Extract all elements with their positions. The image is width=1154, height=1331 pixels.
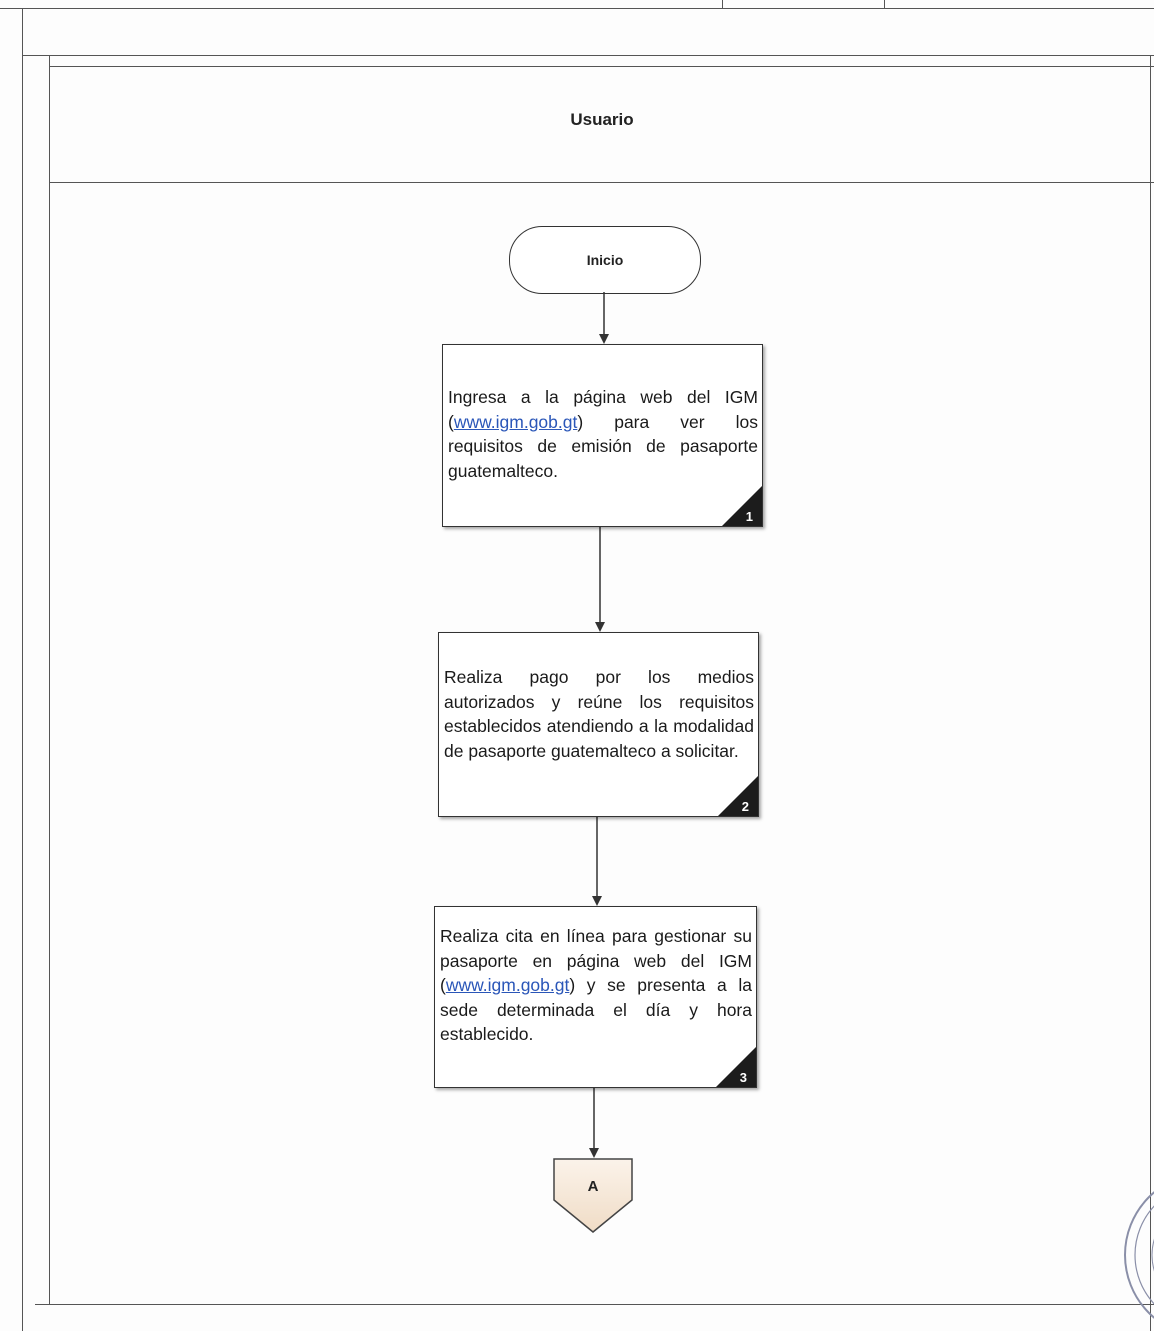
lane-header-bottom xyxy=(49,182,1154,183)
lane-left-border xyxy=(49,55,50,1305)
official-stamp-icon xyxy=(1124,1191,1154,1319)
off-page-connector xyxy=(553,1158,633,1233)
badge-triangle-icon xyxy=(722,486,762,526)
lane-header-top xyxy=(49,66,1154,67)
step-3-text-part: Realiza cita en línea para gestionar su … xyxy=(440,926,752,995)
step-number-badge: 2 xyxy=(718,776,758,816)
start-terminator: Inicio xyxy=(509,226,701,294)
header-cell-divider xyxy=(884,0,885,9)
igm-website-link[interactable]: www.igm.gob.gt xyxy=(453,411,578,432)
lane-title: Usuario xyxy=(570,110,634,129)
lane-bottom-border xyxy=(35,1304,1154,1305)
header-cell-divider xyxy=(722,0,723,9)
igm-website-link[interactable]: www.igm.gob.gt xyxy=(445,975,570,995)
frame-right-border xyxy=(1150,55,1151,1331)
step-1-text-part: Ingresa a la página web del IGM ( xyxy=(448,387,758,432)
connector-label: A xyxy=(587,1178,599,1195)
flow-arrow xyxy=(592,817,602,906)
flow-arrow xyxy=(595,527,605,632)
process-step-1: Ingresa a la página web del IGM (www.igm… xyxy=(442,344,763,527)
step-3-text-part: ) y se presenta a la sede determinada el… xyxy=(440,975,752,1044)
step-2-text-part: Realiza pago por los medios autorizados … xyxy=(444,667,754,761)
flow-arrow xyxy=(599,292,609,344)
frame-divider xyxy=(22,55,1154,56)
badge-triangle-icon xyxy=(718,776,758,816)
frame-left-border xyxy=(22,8,23,1331)
step-number-badge: 1 xyxy=(722,486,762,526)
badge-triangle-icon xyxy=(716,1047,756,1087)
step-1-text: Ingresa a la página web del IGM (www.igm… xyxy=(448,385,758,483)
step-1-text-part: ) para ver los requisitos de emisión de … xyxy=(448,411,758,481)
start-label: Inicio xyxy=(586,252,624,268)
process-step-3: Realiza cita en línea para gestionar su … xyxy=(434,906,757,1088)
step-number-badge: 3 xyxy=(716,1047,756,1087)
step-number: 1 xyxy=(745,509,753,524)
step-3-text: Realiza cita en línea para gestionar su … xyxy=(440,924,752,1047)
step-number: 2 xyxy=(741,799,749,814)
step-2-text: Realiza pago por los medios autorizados … xyxy=(444,665,754,763)
flow-arrow xyxy=(589,1088,599,1158)
step-number: 3 xyxy=(739,1070,747,1085)
header-top-border xyxy=(0,8,1154,9)
process-step-2: Realiza pago por los medios autorizados … xyxy=(438,632,759,817)
